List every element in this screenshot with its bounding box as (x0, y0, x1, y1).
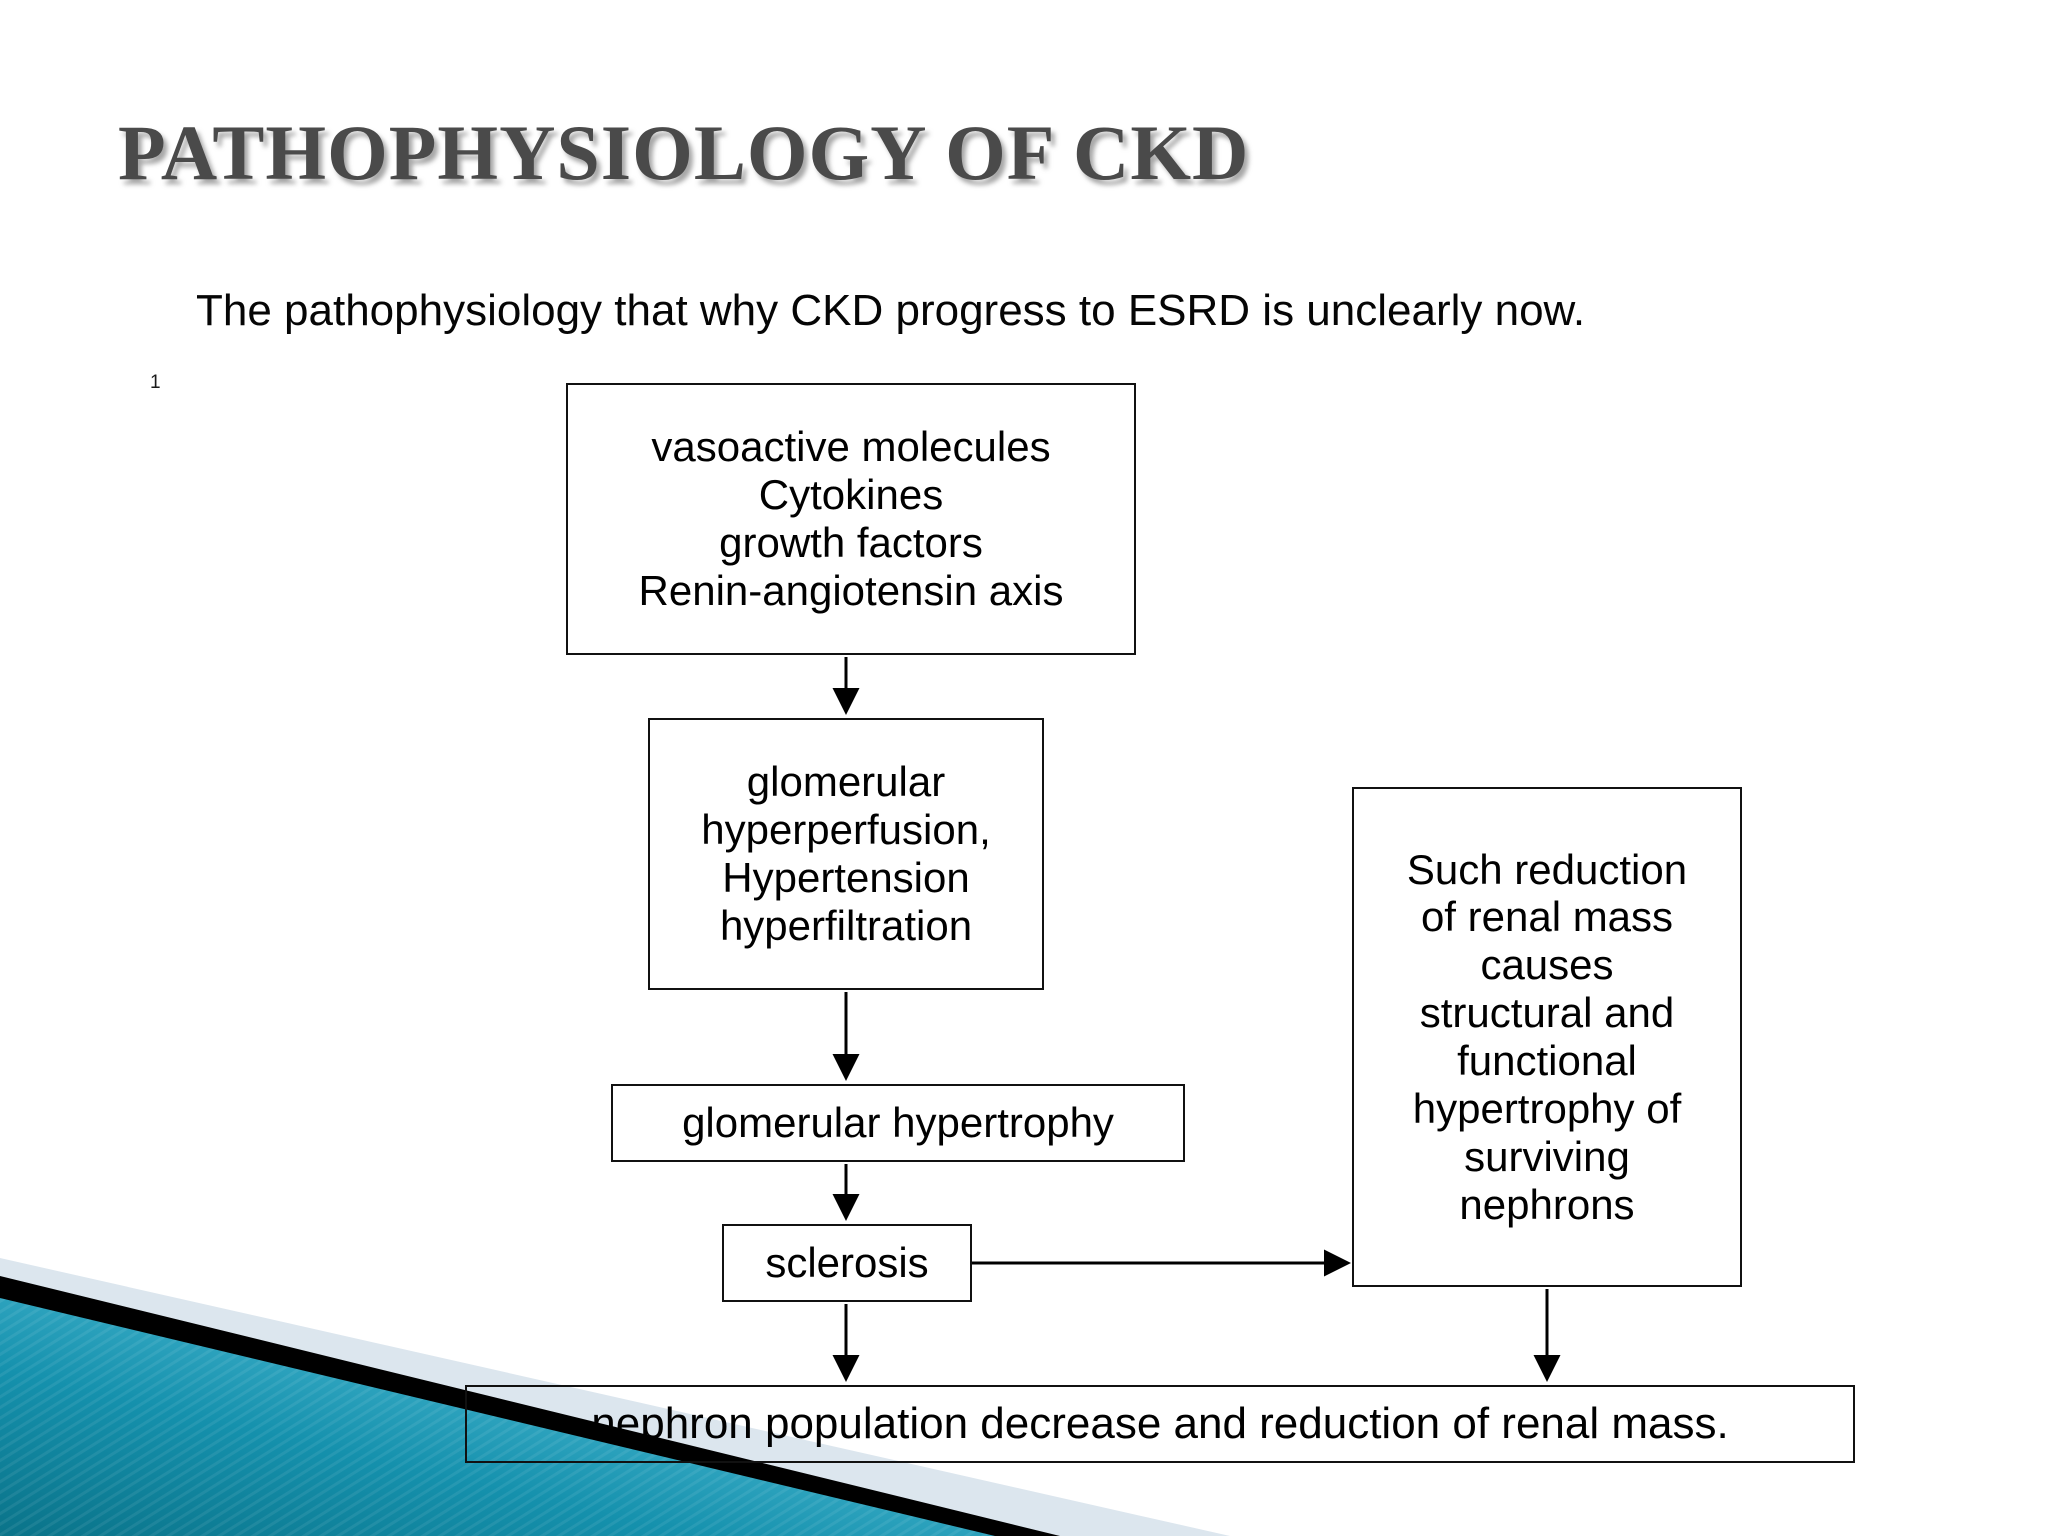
flow-box-line: surviving (1464, 1132, 1630, 1180)
flow-box-glomerular-hyperperfusion: glomerular hyperperfusion, Hypertension … (648, 718, 1044, 990)
flow-box-line: Renin-angiotensin axis (638, 566, 1064, 614)
flow-box-line: vasoactive molecules (651, 423, 1051, 471)
flow-box-line: nephron population decrease and reductio… (591, 1398, 1729, 1448)
flow-box-line: glomerular (746, 758, 946, 806)
flow-box-line: hypertrophy of (1412, 1084, 1682, 1132)
slide-subtitle: The pathophysiology that why CKD progres… (196, 286, 1586, 335)
flow-box-line: functional (1457, 1037, 1637, 1084)
flow-box-such-reduction: Such reduction of renal mass causes stru… (1352, 787, 1742, 1287)
flow-box-line: hyperfiltration (719, 901, 973, 949)
flow-box-line: Cytokines (758, 471, 944, 519)
flow-box-nephron-population: nephron population decrease and reductio… (465, 1385, 1855, 1463)
flow-box-line: sclerosis (765, 1239, 929, 1287)
slide-number: 1 (150, 372, 161, 393)
flow-box-line: nephrons (1459, 1180, 1635, 1228)
page-title: PATHOPHYSIOLOGY OF CKD (118, 109, 1250, 196)
flow-box-line: of renal mass (1420, 893, 1674, 941)
flow-box-line: Such reduction (1406, 845, 1688, 893)
flow-box-line: hyperperfusion, (701, 806, 991, 854)
flow-box-line: Hypertension (722, 854, 970, 901)
flow-box-vasoactive: vasoactive molecules Cytokines growth fa… (566, 383, 1136, 655)
flow-box-line: causes (1480, 941, 1614, 989)
flow-box-line: glomerular hypertrophy (682, 1099, 1114, 1147)
flow-box-glomerular-hypertrophy: glomerular hypertrophy (611, 1084, 1185, 1162)
flow-box-line: growth factors (719, 519, 983, 566)
flow-box-sclerosis: sclerosis (722, 1224, 972, 1302)
flow-box-line: structural and (1419, 989, 1675, 1037)
